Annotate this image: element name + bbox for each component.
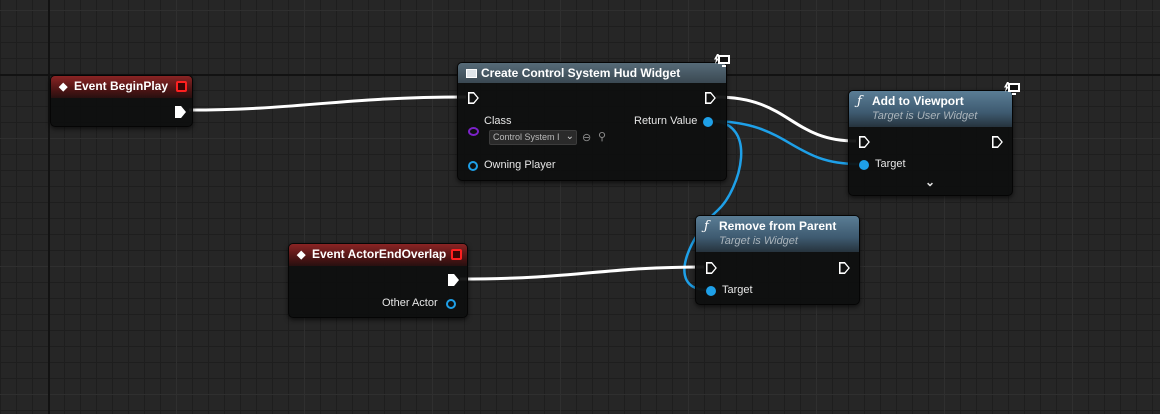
exec-input-pin[interactable] — [468, 92, 479, 104]
event-beginplay-node[interactable]: ◆ Event BeginPlay — [50, 75, 193, 127]
browse-asset-icon[interactable]: ⚲ — [598, 131, 607, 143]
target-label: Target — [722, 284, 753, 296]
chevron-down-icon: ⌄ — [565, 131, 574, 142]
target-input-pin[interactable] — [859, 160, 869, 170]
exec-wire-beginplay-to-create — [188, 95, 467, 112]
function-f-icon: ƒ — [704, 219, 709, 234]
other-actor-output-pin[interactable] — [446, 299, 456, 309]
node-header: ƒ Remove from Parent Target is Widget — [696, 216, 859, 252]
class-dropdown-value: Control System I — [493, 132, 560, 142]
create-widget-node[interactable]: Create Control System Hud Widget Class C… — [457, 62, 727, 181]
event-diamond-icon: ◆ — [59, 81, 68, 93]
node-subtitle: Target is User Widget — [872, 110, 978, 122]
node-header: ◆ Event ActorEndOverlap — [289, 244, 467, 266]
replication-monitor-icon — [714, 54, 730, 68]
delegate-pin-icon[interactable] — [176, 81, 187, 92]
node-header: ◆ Event BeginPlay — [51, 76, 192, 98]
class-input-pin[interactable] — [468, 127, 479, 136]
other-actor-label: Other Actor — [382, 297, 438, 309]
return-value-label: Return Value — [634, 115, 698, 127]
node-header: Create Control System Hud Widget — [458, 63, 726, 83]
target-input-pin[interactable] — [706, 286, 716, 296]
owning-player-input-pin[interactable] — [468, 161, 478, 171]
class-dropdown[interactable]: Control System I ⌄ — [489, 130, 577, 145]
exec-output-pin[interactable] — [992, 136, 1003, 148]
function-f-icon: ƒ — [857, 94, 862, 109]
widget-icon — [466, 69, 477, 78]
node-header: ƒ Add to Viewport Target is User Widget — [849, 91, 1012, 127]
exec-output-pin[interactable] — [705, 92, 716, 104]
node-title: Create Control System Hud Widget — [481, 66, 681, 80]
return-value-output-pin[interactable] — [703, 117, 713, 127]
remove-from-parent-node[interactable]: ƒ Remove from Parent Target is Widget Tar… — [695, 215, 860, 305]
event-diamond-icon: ◆ — [297, 249, 306, 261]
node-title: Event ActorEndOverlap — [312, 247, 447, 261]
exec-input-pin[interactable] — [706, 262, 717, 274]
owning-player-label: Owning Player — [484, 159, 556, 171]
target-label: Target — [875, 158, 906, 170]
node-subtitle: Target is Widget — [719, 235, 798, 247]
class-label: Class — [484, 115, 512, 127]
node-title: Add to Viewport — [872, 94, 964, 108]
exec-output-pin[interactable] — [839, 262, 850, 274]
chevron-down-icon[interactable]: ⌄ — [925, 175, 936, 189]
exec-wire-create-to-addviewport — [715, 95, 857, 143]
exec-input-pin[interactable] — [859, 136, 870, 148]
object-wire-return-to-remove-target — [683, 119, 743, 292]
object-wire-return-to-addviewport-target — [709, 119, 859, 166]
replication-monitor-icon — [1004, 82, 1020, 96]
delegate-pin-icon[interactable] — [451, 249, 462, 260]
exec-output-pin[interactable] — [448, 274, 459, 286]
node-title: Remove from Parent — [719, 219, 837, 233]
use-selected-asset-icon[interactable]: ⊖ — [582, 132, 592, 144]
node-title: Event BeginPlay — [74, 79, 169, 93]
exec-output-pin[interactable] — [175, 106, 186, 118]
add-to-viewport-node[interactable]: ƒ Add to Viewport Target is User Widget T… — [848, 90, 1013, 196]
event-actor-end-overlap-node[interactable]: ◆ Event ActorEndOverlap Other Actor — [288, 243, 468, 318]
exec-wire-endoverlap-to-remove — [459, 265, 705, 281]
